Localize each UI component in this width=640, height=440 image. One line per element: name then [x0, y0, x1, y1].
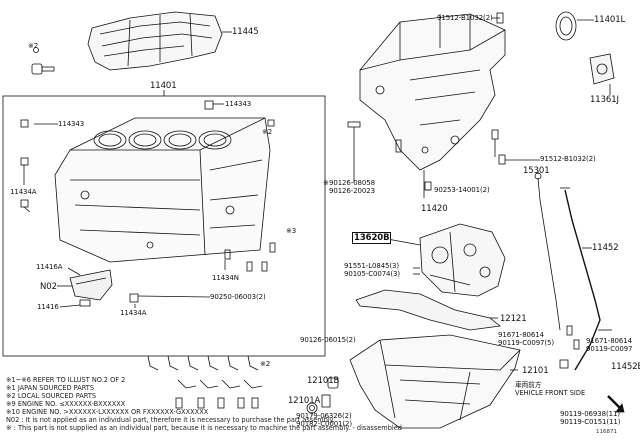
cylinder-block-part[interactable]	[54, 117, 271, 263]
part-label-12101b[interactable]: 12101B	[307, 376, 340, 386]
part-label-90126-08058[interactable]: 90126-08058	[329, 179, 375, 187]
clip-parts[interactable]	[559, 325, 580, 369]
footnote: ※2 LOCAL SOURCED PARTS	[6, 392, 97, 400]
part-label-90119-c0151[interactable]: 90119-C0151(11)	[560, 418, 621, 426]
engine-cover-part[interactable]	[87, 11, 223, 71]
footnotes: ※1~※6 REFER TO ILLUST NO.2 OF 2 ※1 JAPAN…	[6, 376, 402, 432]
part-label-114343-left[interactable]: 114343	[58, 120, 85, 128]
part-label-12121[interactable]: 12121	[500, 314, 527, 324]
bracket-parts[interactable]	[147, 355, 263, 409]
vehicle-front-en: VEHICLE FRONT SIDE	[515, 389, 586, 397]
part-label-11434a-b[interactable]: 11434A	[120, 309, 147, 317]
part-label-11434a[interactable]: 11434A	[10, 188, 37, 196]
part-label-11401l[interactable]: 11401L	[594, 15, 626, 25]
part-label-90179-06326[interactable]: 90179-06326(2)	[296, 412, 352, 420]
part-label-n02[interactable]: N02	[40, 282, 57, 292]
vehicle-front-arrow-icon	[607, 395, 625, 413]
lower-crankcase-part[interactable]	[359, 13, 506, 171]
oil-pan-baffle-part[interactable]	[355, 289, 501, 331]
part-label-91671-80614-a[interactable]: 91671-80614	[498, 331, 544, 339]
star-2-marker: ※2	[28, 42, 39, 50]
part-label-11452[interactable]: 11452	[592, 243, 619, 253]
figure-number: 116871	[596, 429, 617, 435]
part-label-90126-06015[interactable]: 90126-06015(2)	[300, 336, 356, 344]
footnote: ※1~※6 REFER TO ILLUST NO.2 OF 2	[6, 376, 126, 384]
part-label-11434n[interactable]: 11434N	[212, 274, 239, 282]
part-label-90119-c0097-a[interactable]: 90119-C0097(5)	[498, 339, 555, 347]
footnote: ※1 JAPAN SOURCED PARTS	[6, 384, 95, 392]
oil-seal-part[interactable]	[555, 11, 577, 41]
part-label-12101[interactable]: 12101	[522, 366, 549, 376]
bolt-parts[interactable]	[20, 100, 276, 307]
footnote: ※9 ENGINE NO. ≤XXXXXX-BXXXXXX	[6, 400, 126, 408]
part-label-11445[interactable]: 11445	[232, 27, 259, 37]
part-label-11420[interactable]: 11420	[421, 204, 448, 214]
part-label-11361j[interactable]: 11361J	[590, 95, 619, 105]
vehicle-front-label: 車両前方 VEHICLE FRONT SIDE	[515, 381, 585, 397]
part-label-91512-b1032-top[interactable]: 91512-B1032(2)	[437, 14, 493, 22]
plug-bolt-part[interactable]	[31, 47, 55, 75]
oil-level-gauge-part[interactable]	[534, 172, 561, 331]
star-2-marker-b: ※2	[262, 128, 273, 136]
part-label-90105-c0074[interactable]: 90105-C0074(3)	[344, 270, 401, 278]
oil-gauge-guide-part[interactable]	[560, 187, 601, 371]
part-label-11401[interactable]: 11401	[150, 81, 177, 91]
part-label-13620b[interactable]: 13620B	[352, 232, 392, 244]
footnote: ※ : This part is not supplied as an indi…	[6, 424, 402, 432]
part-label-90126-20023[interactable]: 90126-20023	[329, 187, 375, 195]
part-label-11452b[interactable]: 11452B	[611, 362, 640, 372]
star-3-marker: ※3	[286, 227, 297, 235]
part-label-91512-b1032-mid[interactable]: 91512-B1032(2)	[540, 155, 596, 163]
part-label-114343-top[interactable]: 114343	[225, 100, 252, 108]
part-label-90119-06938[interactable]: 90119-06938(11)	[560, 410, 620, 418]
part-label-90253-14001[interactable]: 90253-14001(2)	[434, 186, 490, 194]
part-label-90119-c0097-b[interactable]: 90119-C0097	[586, 345, 633, 353]
machined-part-marker: ※	[323, 179, 329, 187]
oil-pump-part[interactable]	[419, 223, 506, 297]
part-label-11416a[interactable]: 11416A	[36, 263, 63, 271]
oil-pan-part[interactable]	[349, 334, 521, 429]
part-label-90182-c0001[interactable]: 90182-C0001(2)	[296, 420, 353, 428]
footnote: N02 : It is not applied as an individual…	[6, 416, 335, 424]
part-label-11416[interactable]: 11416	[37, 303, 59, 311]
part-label-90250-06003[interactable]: 90250-06003(2)	[210, 293, 266, 301]
part-label-15301[interactable]: 15301	[523, 166, 550, 176]
oil-seal-retainer-part[interactable]	[589, 53, 615, 85]
star-2-marker-c: ※2	[260, 360, 271, 368]
part-label-12101a[interactable]: 12101A	[288, 396, 321, 406]
part-label-91551-l0845[interactable]: 91551-L0845(3)	[344, 262, 400, 270]
vehicle-front-jp: 車両前方	[515, 381, 542, 389]
part-label-91671-80614-b[interactable]: 91671-80614	[586, 337, 632, 345]
footnote: ※10 ENGINE NO. >XXXXXX-LXXXXXX OR FXXXXX…	[6, 408, 209, 416]
